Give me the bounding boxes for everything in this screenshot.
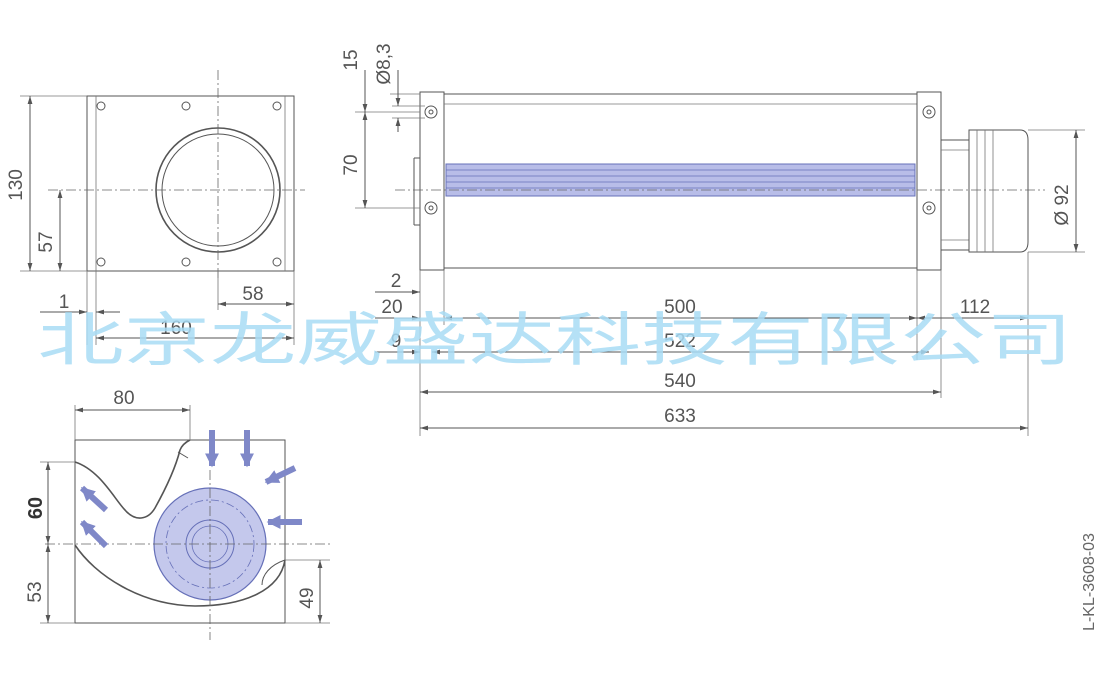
- volute-upper-tongue: [74, 439, 191, 519]
- left-end-plate: [419, 91, 445, 271]
- dim-length-impeller: 500: [664, 297, 696, 318]
- dim-inner-offset: 9: [391, 331, 402, 352]
- dim-length-motor: 112: [960, 297, 990, 318]
- motor: [940, 129, 1029, 253]
- drawing-reference-code: L-KL-3608-03: [1081, 533, 1098, 631]
- mounting-hole: [922, 201, 936, 215]
- airflow-arrow-icon: [79, 430, 302, 549]
- dim-front-width: 160: [160, 318, 192, 339]
- mounting-hole: [424, 201, 438, 215]
- dim-flange-thickness: 2: [391, 271, 402, 292]
- dim-hole-pitch: 15: [341, 49, 362, 70]
- dim-outlet-width: 80: [113, 388, 134, 409]
- volute-scroll: [74, 544, 286, 607]
- dim-length-total: 633: [664, 406, 696, 427]
- front-flange-outline: [86, 95, 295, 272]
- right-end-plate: [916, 91, 942, 271]
- dim-hole-diameter: Ø8,3: [374, 43, 395, 84]
- mounting-hole: [424, 105, 438, 119]
- dim-upper-height: 60: [25, 497, 47, 519]
- dim-front-margin: 1: [59, 292, 70, 313]
- dim-front-center-height: 57: [36, 231, 57, 252]
- side-view: 15 Ø8,3 70 Ø 92 2 20 500 112 9 522 54: [341, 43, 1085, 436]
- front-view: 130 57 1 58 160: [6, 70, 305, 345]
- dim-front-offset: 58: [242, 284, 263, 305]
- mounting-holes: [96, 101, 282, 267]
- dim-length-inner: 522: [664, 331, 696, 352]
- dim-front-height: 130: [6, 169, 27, 201]
- dim-right-height: 49: [297, 587, 318, 608]
- dim-hole-spacing: 70: [341, 154, 362, 175]
- section-view: 80 60 53 49: [25, 388, 330, 640]
- dim-offset-left: 20: [381, 297, 402, 318]
- dim-length-housing: 540: [664, 371, 696, 392]
- dim-motor-diameter: Ø 92: [1052, 184, 1073, 225]
- dim-lower-height: 53: [25, 581, 46, 602]
- mounting-hole: [922, 105, 936, 119]
- section-housing-outline: [74, 439, 286, 624]
- impeller-blades: [445, 163, 916, 197]
- company-watermark: 北京龙威盛达科技有限公司: [38, 306, 1073, 374]
